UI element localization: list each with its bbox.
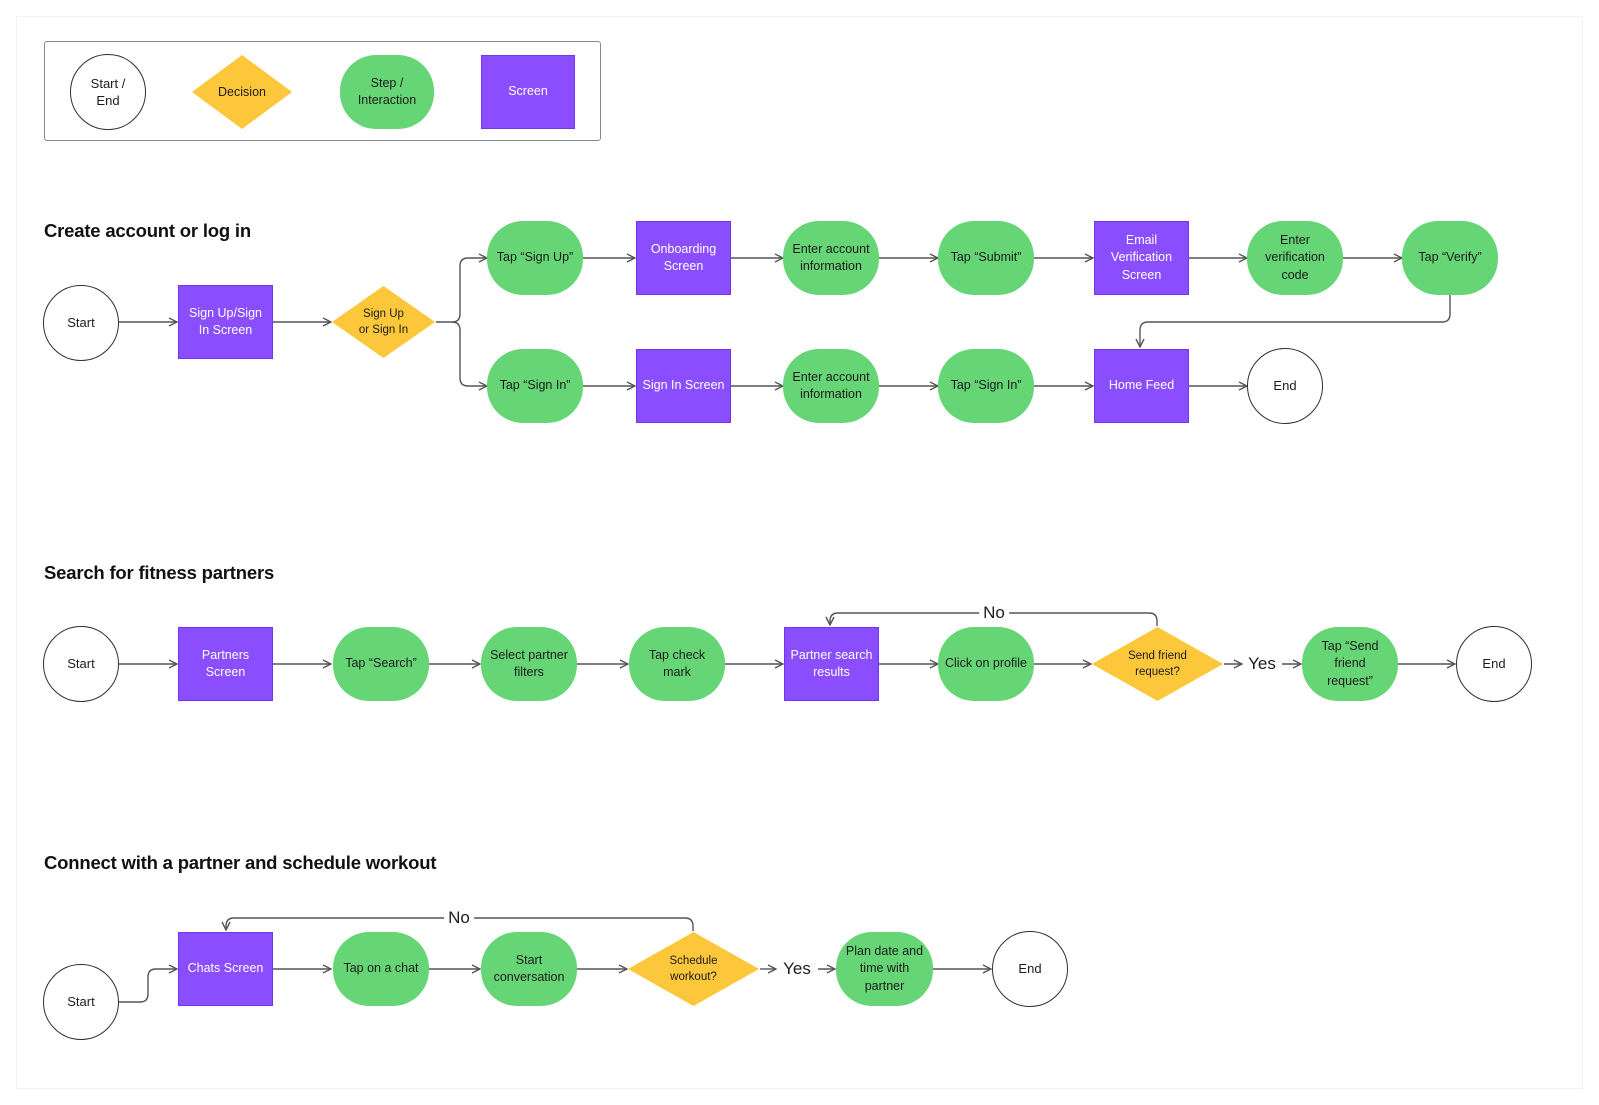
flow3-plan-date: Plan date and time with partner: [836, 932, 933, 1006]
flow1-tap-sign-in-submit: Tap “Sign In”: [938, 349, 1034, 423]
flow2-tap-search: Tap “Search”: [333, 627, 429, 701]
flow2-tap-check-mark: Tap check mark: [629, 627, 725, 701]
section-title-search-partners: Search for fitness partners: [44, 562, 275, 583]
flow1-email-verification-screen: Email Verification Screen: [1094, 221, 1189, 295]
legend-decision-label: Decision: [218, 85, 266, 99]
flow1-sign-in-screen: Sign In Screen: [636, 349, 731, 423]
flow2-label-yes: Yes: [1244, 654, 1280, 674]
connector: [436, 258, 487, 323]
flow3-chats-screen: Chats Screen: [178, 932, 273, 1006]
connector: [451, 321, 487, 386]
connector: [119, 969, 177, 1003]
flow1-tap-sign-in: Tap “Sign In”: [487, 349, 583, 423]
flowchart-canvas: [17, 17, 1582, 1088]
flow3-start-conversation: Start conversation: [481, 932, 577, 1006]
flow1-tap-submit: Tap “Submit”: [938, 221, 1034, 295]
flow1-end: End: [1247, 348, 1323, 424]
section-title-connect-partner: Connect with a partner and schedule work…: [44, 852, 437, 873]
legend-start-end-shape: Start / End: [70, 54, 146, 130]
flow2-label-no: No: [979, 603, 1009, 623]
flow2-tap-send-request: Tap “Send friend request”: [1302, 627, 1398, 701]
flow1-decision-label: Sign Up or Sign In: [358, 308, 409, 336]
connector: [1140, 295, 1451, 347]
flow2-click-profile: Click on profile: [938, 627, 1034, 701]
flow1-onboarding-screen: Onboarding Screen: [636, 221, 731, 295]
flow1-home-feed: Home Feed: [1094, 349, 1189, 423]
flow1-decision: Sign Up or Sign In: [331, 285, 436, 359]
flow2-select-filters: Select partner filters: [481, 627, 577, 701]
flow1-signup-signin-screen: Sign Up/Sign In Screen: [178, 285, 273, 359]
flow2-decision-label: Send friend request?: [1128, 650, 1187, 678]
legend-decision-shape: Decision: [191, 54, 293, 130]
flow3-start: Start: [43, 964, 119, 1040]
flow1-start: Start: [43, 285, 119, 361]
legend-step-shape: Step / Interaction: [340, 55, 434, 129]
flow2-end: End: [1456, 626, 1532, 702]
flow3-label-yes: Yes: [779, 959, 815, 979]
flow3-decision: Schedule workout?: [627, 931, 760, 1007]
legend: [44, 41, 601, 141]
flow2-partners-screen: Partners Screen: [178, 627, 273, 701]
legend-screen-shape: Screen: [481, 55, 575, 129]
flow3-label-no: No: [444, 908, 474, 928]
flow2-decision: Send friend request?: [1091, 626, 1224, 702]
flow1-tap-verify: Tap “Verify”: [1402, 221, 1498, 295]
flow3-end: End: [992, 931, 1068, 1007]
flow1-enter-account-info-signin: Enter account information: [783, 349, 879, 423]
flow1-enter-verification-code: Enter verification code: [1247, 221, 1343, 295]
flow2-search-results: Partner search results: [784, 627, 879, 701]
flow3-tap-chat: Tap on a chat: [333, 932, 429, 1006]
flow2-start: Start: [43, 626, 119, 702]
flow1-enter-account-info-signup: Enter account information: [783, 221, 879, 295]
flow1-tap-sign-up: Tap “Sign Up”: [487, 221, 583, 295]
flow3-decision-label: Schedule workout?: [669, 955, 718, 983]
section-title-create-account: Create account or log in: [44, 220, 251, 241]
